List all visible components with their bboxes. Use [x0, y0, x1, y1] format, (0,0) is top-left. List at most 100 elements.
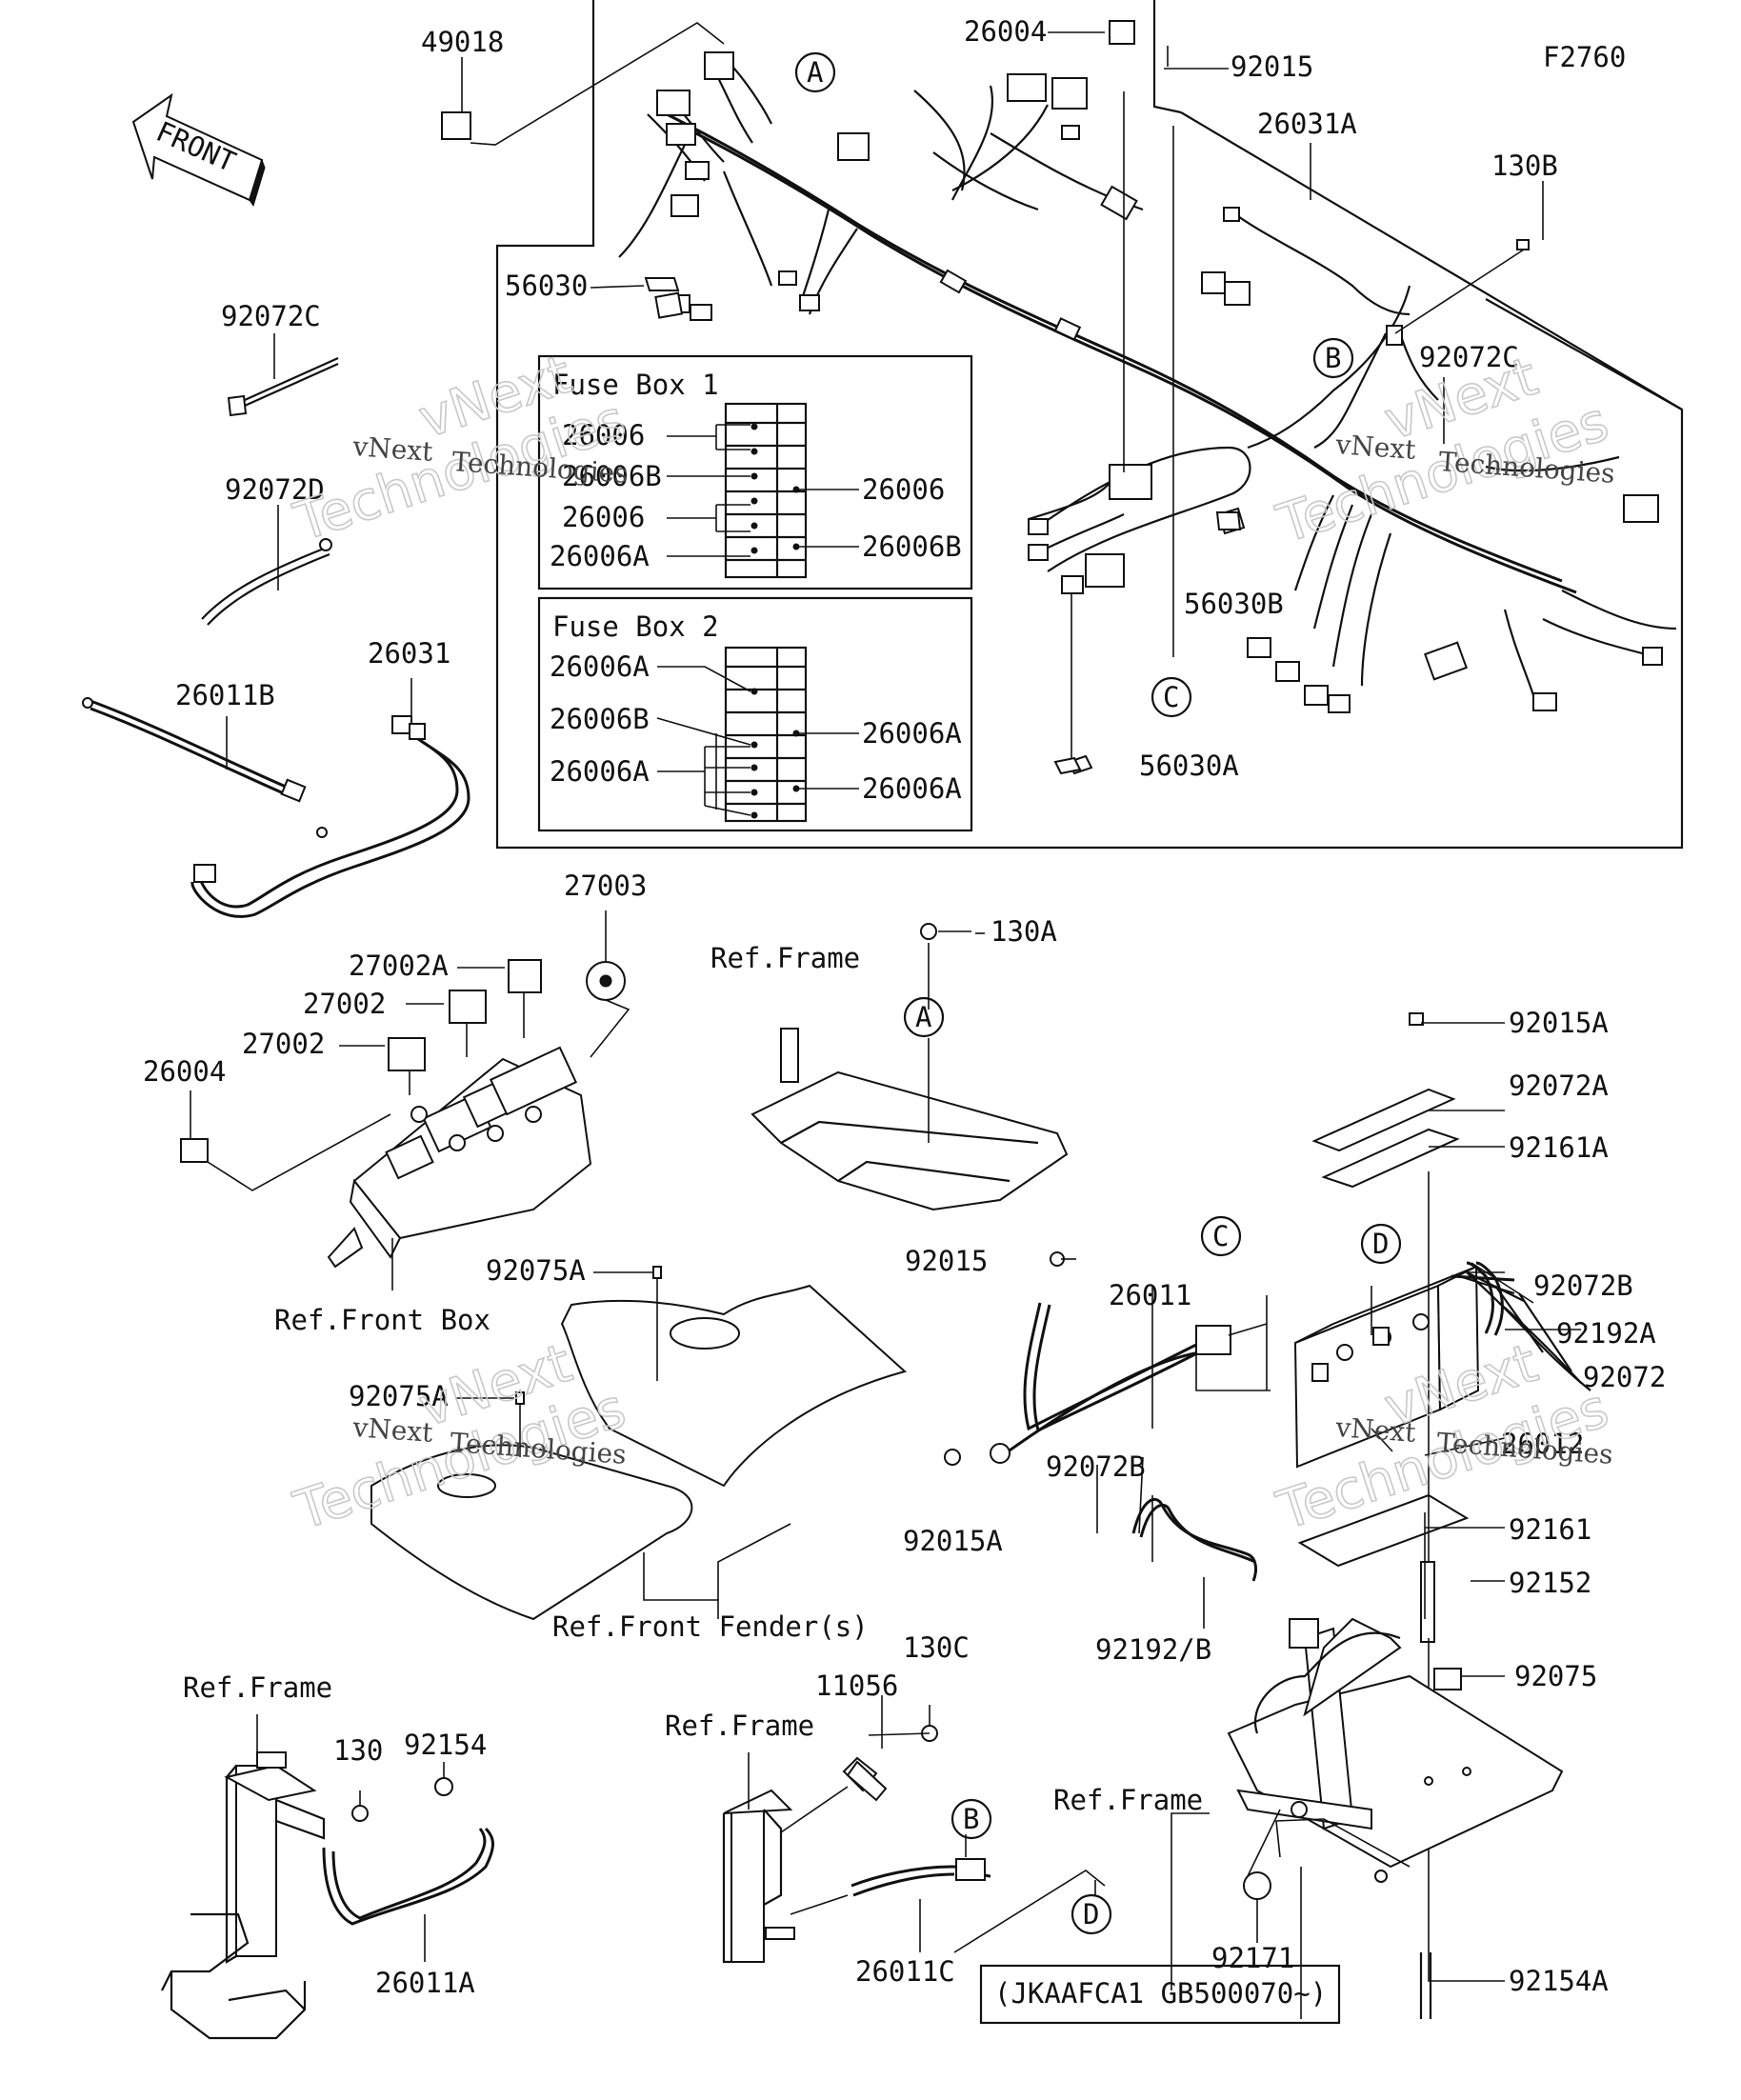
- watermark-2-text: vNext: [1334, 429, 1418, 466]
- battery-tray-group: [1171, 1617, 1564, 2019]
- frame-bottom-center: [722, 1695, 1106, 1964]
- label-92154A: 92154A: [1509, 1965, 1609, 1997]
- label-26012: 26012: [1501, 1428, 1584, 1460]
- label-11056: 11056: [815, 1670, 898, 1702]
- switch-27002-b-icon: [449, 990, 487, 1024]
- serial-note-group: (JKAAFCA1 GB500070~): [979, 1964, 1341, 2025]
- main-harness-group: [495, 0, 1684, 850]
- callout-c-mid: C: [1212, 1220, 1229, 1252]
- label-92072B-mid: 92072B: [1046, 1450, 1146, 1483]
- serial-note: (JKAAFCA1 GB500070~): [994, 1977, 1327, 2010]
- frame-center-group: [750, 923, 1069, 1211]
- callout-a-mid: A: [915, 1001, 931, 1033]
- fuse-box-2-part: [1085, 553, 1125, 588]
- fuse1-right-2: 26006B: [862, 530, 962, 563]
- fuse-box-2-title: Fuse Box 2: [552, 610, 719, 643]
- label-92015A-top: 92015A: [1509, 1007, 1609, 1039]
- label-26031A: 26031A: [1257, 108, 1357, 140]
- label-92072D: 92072D: [225, 473, 325, 506]
- ref-frame-bottom-right: Ref.Frame: [1053, 1784, 1203, 1816]
- label-26011: 26011: [1109, 1279, 1191, 1311]
- callout-b-bottom: B: [963, 1803, 979, 1835]
- fuse2-right-1: 26006A: [862, 717, 962, 750]
- front-fenders-group: [370, 1266, 908, 1621]
- label-92072: 92072: [1583, 1361, 1666, 1393]
- fuse-box-1-panel: Fuse Box 1 26006 26006B 26006 26006A 260…: [537, 354, 973, 590]
- relay-26011-box: [1195, 1325, 1231, 1355]
- callouts: A B C A C D B D: [794, 51, 1402, 1935]
- part-92161A-pad: [1321, 1128, 1460, 1189]
- ref-frame-bottom-center: Ref.Frame: [665, 1710, 814, 1742]
- fuse2-left-3: 26006A: [550, 755, 650, 788]
- label-92075: 92075: [1514, 1660, 1597, 1692]
- label-92075A-b: 92075A: [349, 1380, 449, 1412]
- ref-front-fenders: Ref.Front Fender(s): [552, 1610, 869, 1643]
- ref-frame-center: Ref.Frame: [710, 942, 860, 974]
- callout-a-top: A: [807, 56, 823, 89]
- callout-c-top: C: [1163, 681, 1179, 713]
- ref-labels: Ref.Front Box Ref.Frame Ref.Front Fender…: [183, 942, 1203, 1816]
- label-92161A: 92161A: [1509, 1131, 1609, 1164]
- label-56030: 56030: [505, 270, 588, 302]
- fuse-box-2-panel: Fuse Box 2 26006A 26006B 26006A 26006A 2…: [537, 596, 973, 832]
- frame-bottom-left: [161, 1714, 494, 2040]
- label-26011A: 26011A: [375, 1967, 475, 1999]
- fuse2-left-2: 26006B: [550, 703, 650, 735]
- label-56030B: 56030B: [1184, 588, 1284, 620]
- label-92192B: 92192/B: [1095, 1633, 1211, 1666]
- front-arrow-icon: FRONT: [131, 92, 266, 208]
- label-26004-left: 26004: [143, 1055, 226, 1088]
- fuse1-left-3: 26006: [562, 501, 645, 533]
- fuse-box-1-part: [1109, 464, 1152, 500]
- label-27002-b: 27002: [242, 1028, 325, 1060]
- switch-27002-icon: [388, 1037, 426, 1071]
- label-92161: 92161: [1509, 1513, 1591, 1546]
- part-92072A-strap: [1311, 1088, 1456, 1152]
- ref-frame-bottom-left: Ref.Frame: [183, 1671, 332, 1704]
- fastener-92171-icon: [1243, 1871, 1271, 1900]
- front-box-group: [180, 910, 630, 1290]
- fuse-box-1-title: Fuse Box 1: [552, 369, 719, 401]
- label-26011B: 26011B: [175, 679, 275, 711]
- label-92015A-bottom: 92015A: [903, 1525, 1003, 1557]
- part-labels: 49018 26004 92015 26031A 130B 56030 9207…: [143, 15, 1666, 1999]
- fuse1-right-1: 26006: [862, 473, 945, 506]
- fuse1-left-4: 26006A: [550, 540, 650, 572]
- part-92075-clip: [1433, 1668, 1462, 1690]
- label-92072C-right: 92072C: [1419, 341, 1519, 373]
- upper-left-parts: [82, 22, 725, 918]
- figure-code: F2760: [1543, 41, 1626, 73]
- fuse2-left-1: 26006A: [550, 650, 650, 683]
- label-92015-top: 92015: [1231, 50, 1313, 83]
- callout-d-mid: D: [1372, 1228, 1389, 1260]
- label-92154: 92154: [404, 1729, 487, 1761]
- switch-27002A-icon: [508, 959, 542, 993]
- label-27002A: 27002A: [349, 950, 449, 982]
- label-130B: 130B: [1491, 150, 1558, 182]
- part-49018-icon: [441, 111, 471, 140]
- label-49018: 49018: [421, 26, 504, 58]
- label-56030A: [1053, 756, 1082, 775]
- label-56030A: 56030A: [1139, 750, 1239, 782]
- label-130C: 130C: [903, 1631, 970, 1664]
- part-92152-rod: [1420, 1561, 1435, 1643]
- fuse1-left-1: 26006: [562, 419, 645, 451]
- label-92072B-right: 92072B: [1533, 1270, 1633, 1302]
- label-92072A: 92072A: [1509, 1070, 1609, 1102]
- callout-b-top: B: [1325, 342, 1341, 374]
- watermark-4-text: vNext: [1334, 1411, 1418, 1449]
- label-26004-top: 26004: [964, 15, 1047, 48]
- label-92015-mid: 92015: [905, 1245, 988, 1277]
- label-56030: [644, 277, 680, 291]
- battery-group: [944, 1012, 1591, 2019]
- label-92192A: 92192A: [1556, 1317, 1656, 1350]
- watermark-1-text: vNext: [351, 430, 435, 468]
- fuse1-left-2: 26006B: [562, 460, 662, 492]
- ref-front-box: Ref.Front Box: [274, 1304, 490, 1336]
- label-26031: 26031: [368, 637, 450, 670]
- label-130: 130: [333, 1734, 383, 1767]
- label-130A: 130A: [991, 915, 1057, 948]
- callout-d-bottom: D: [1083, 1898, 1099, 1930]
- label-26011C: 26011C: [855, 1955, 955, 1988]
